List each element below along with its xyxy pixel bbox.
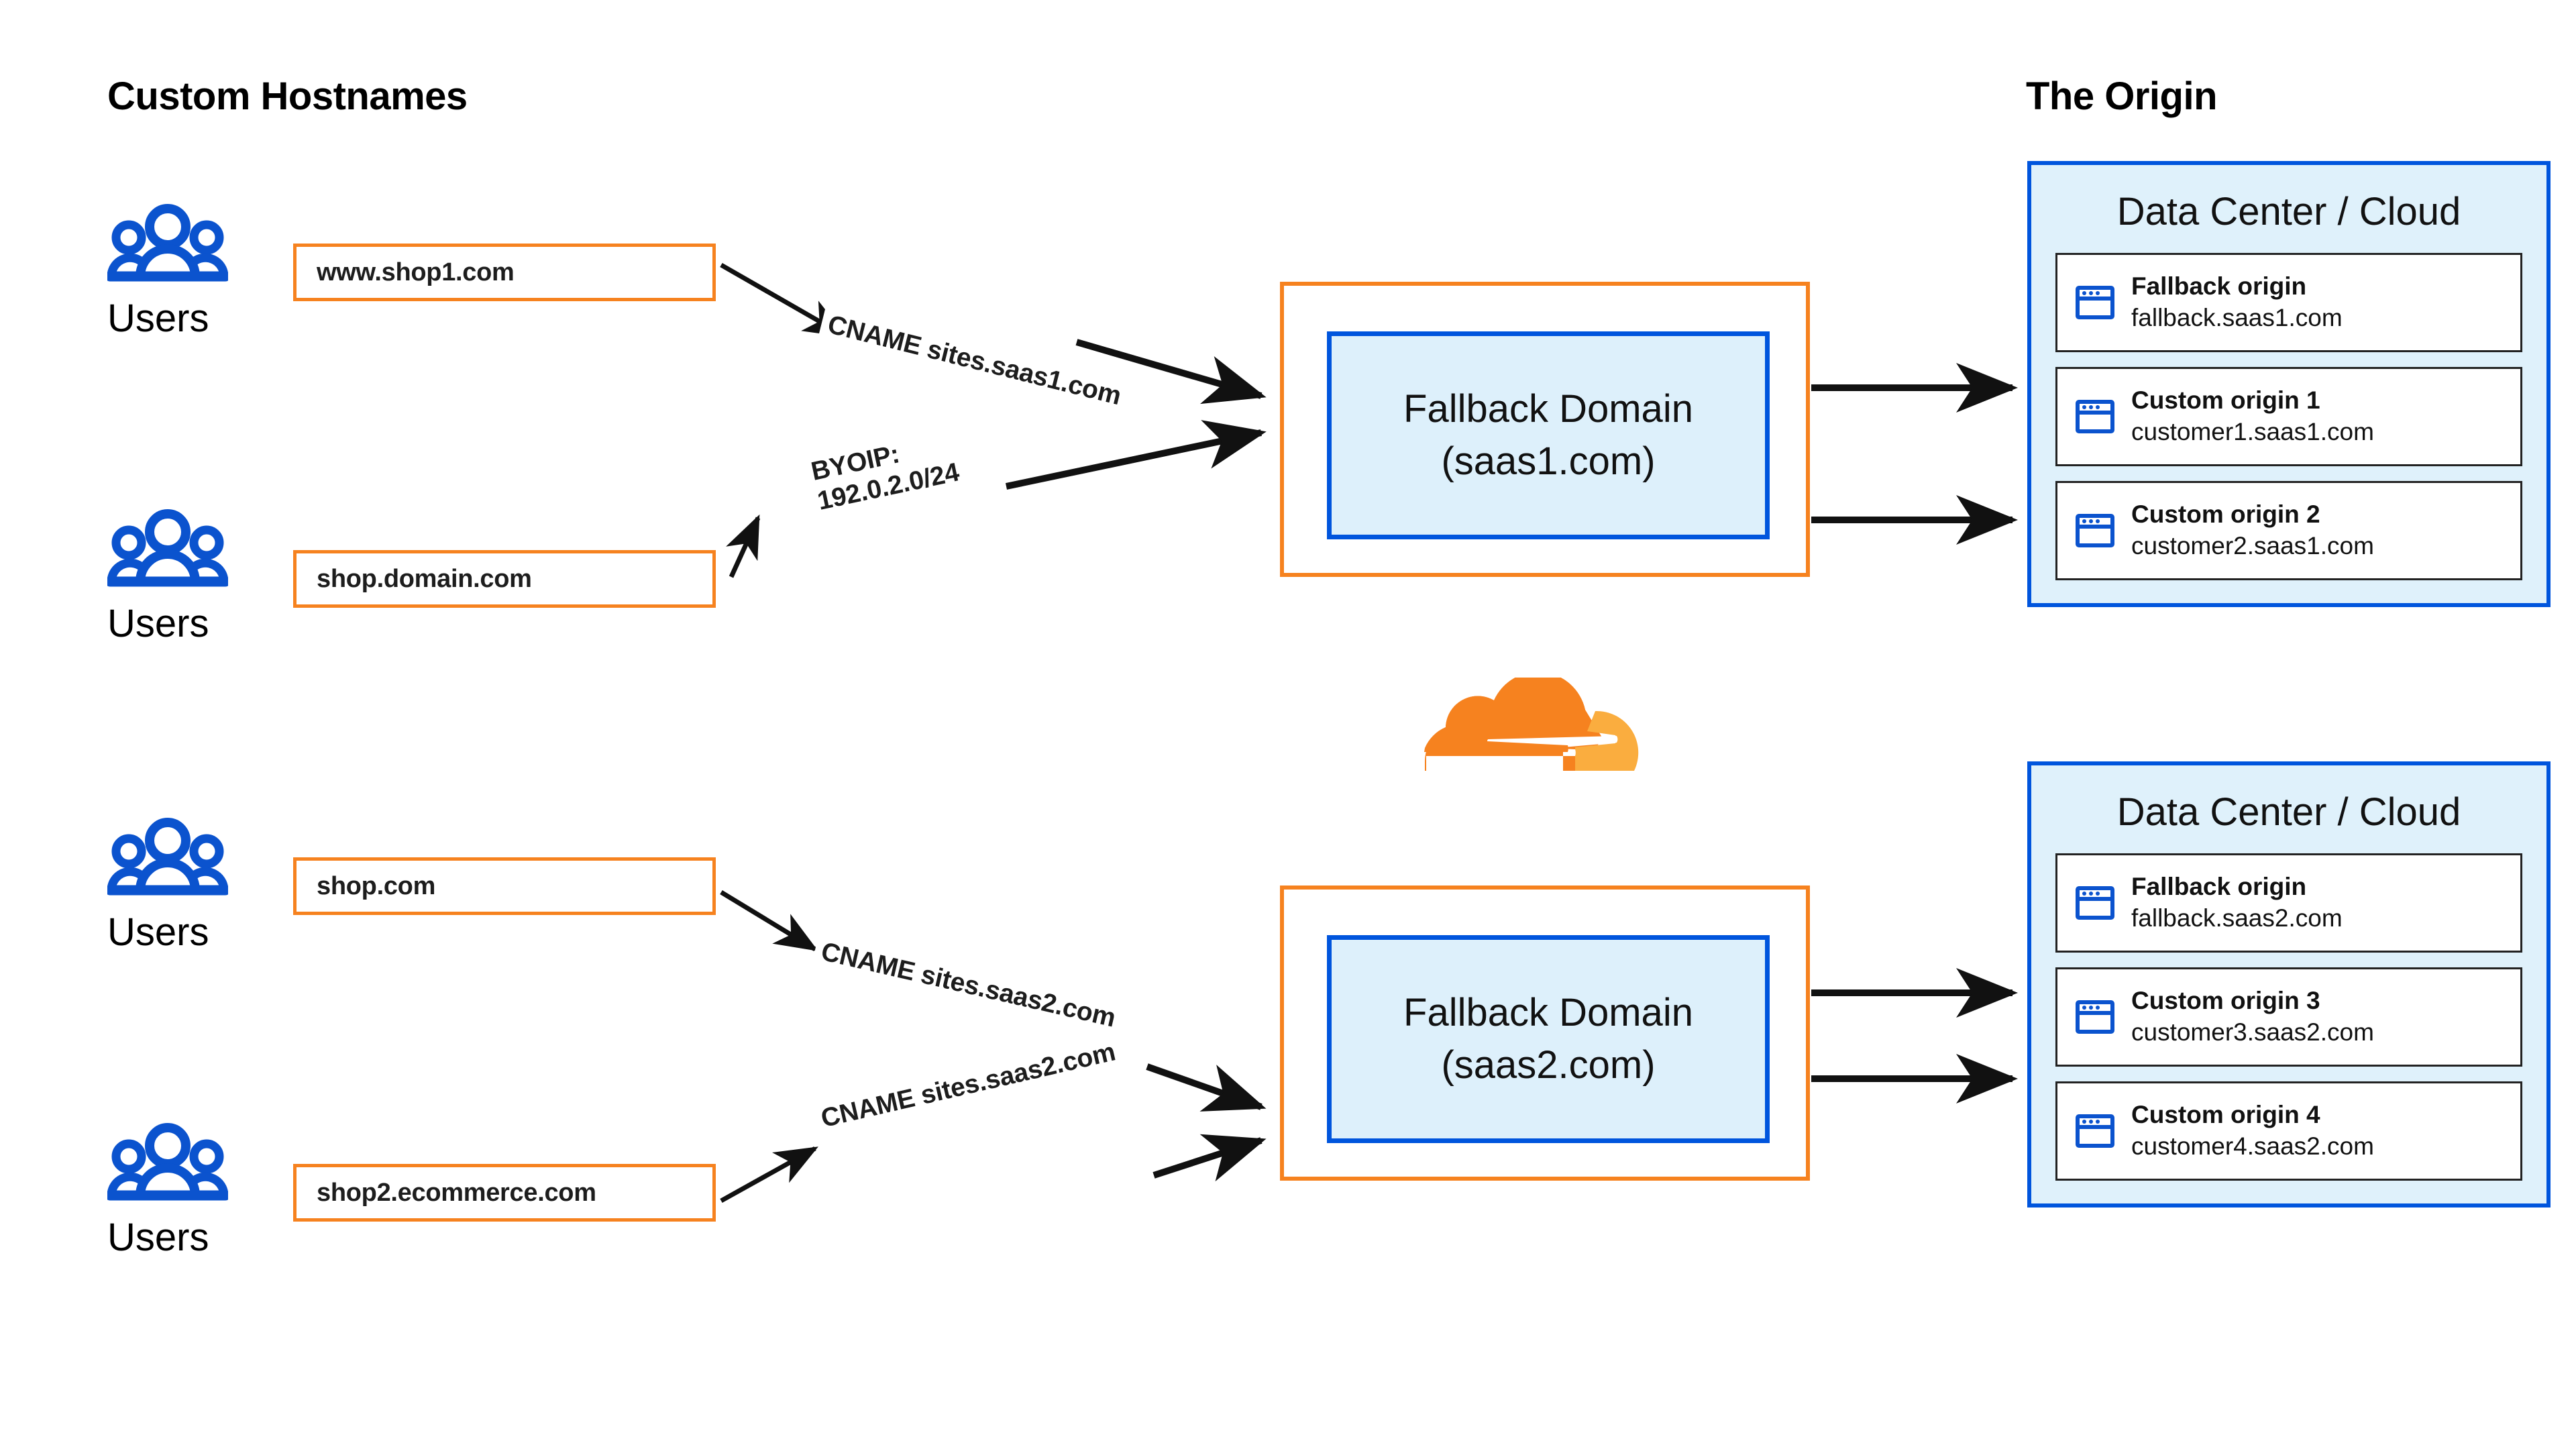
users-icon — [107, 204, 228, 282]
origin-card-fallback-saas1[interactable]: Fallback origin fallback.saas1.com — [2055, 253, 2522, 352]
browser-window-icon — [2076, 514, 2114, 547]
hostname-box-shop2-ecommerce[interactable]: shop2.ecommerce.com — [293, 1164, 716, 1222]
origin-host: customer3.saas2.com — [2131, 1018, 2374, 1046]
fallback-domain-box-saas2[interactable]: Fallback Domain (saas2.com) — [1280, 885, 1810, 1181]
section-title-the-origin: The Origin — [2026, 74, 2218, 118]
connector-label-byoip: BYOIP: 192.0.2.0/24 — [801, 424, 969, 521]
origin-name: Custom origin 3 — [2131, 986, 2320, 1014]
data-center-panel-2: Data Center / Cloud Fallback origin fall… — [2027, 761, 2551, 1208]
origin-host: customer1.saas1.com — [2131, 418, 2374, 446]
users-group-3: Users — [107, 815, 282, 955]
section-title-custom-hostnames: Custom Hostnames — [107, 74, 468, 118]
users-group-2: Users — [107, 506, 282, 646]
origin-card-fallback-saas2[interactable]: Fallback origin fallback.saas2.com — [2055, 853, 2522, 953]
data-center-title: Data Center / Cloud — [2116, 790, 2461, 834]
users-icon — [107, 509, 228, 587]
origin-name: Custom origin 1 — [2131, 386, 2320, 414]
origin-host: fallback.saas1.com — [2131, 304, 2343, 332]
hostname-value: shop.com — [317, 871, 436, 900]
users-group-4: Users — [107, 1120, 282, 1260]
users-label: Users — [107, 602, 209, 645]
origin-name: Fallback origin — [2131, 872, 2307, 900]
connector-line-4b — [1152, 1134, 1267, 1182]
fallback-domain-line1: Fallback Domain — [1403, 990, 1693, 1034]
origin-host: fallback.saas2.com — [2131, 904, 2343, 932]
origin-card-custom-origin-4[interactable]: Custom origin 4 customer4.saas2.com — [2055, 1081, 2522, 1181]
hostname-box-shop-domain[interactable]: shop.domain.com — [293, 550, 716, 608]
users-label: Users — [107, 297, 209, 340]
hostname-box-www-shop1[interactable]: www.shop1.com — [293, 244, 716, 301]
cloudflare-cloud-icon — [1424, 672, 1639, 771]
users-label: Users — [107, 1216, 209, 1259]
connector-label-cname-saas1: CNAME sites.saas1.com — [817, 305, 1132, 416]
browser-window-icon — [2076, 1114, 2114, 1148]
connector-line-4a — [720, 1146, 818, 1203]
connector-line-2a — [726, 514, 761, 578]
origin-name: Custom origin 4 — [2131, 1100, 2320, 1128]
hostname-value: shop2.ecommerce.com — [317, 1178, 596, 1207]
origin-name: Fallback origin — [2131, 272, 2307, 300]
origin-card-custom-origin-1[interactable]: Custom origin 1 customer1.saas1.com — [2055, 367, 2522, 466]
fallback-domain-line2: (saas1.com) — [1441, 439, 1656, 483]
connector-label-cname-saas2-a: CNAME sites.saas2.com — [811, 932, 1126, 1038]
fallback-domain-inner-saas2: Fallback Domain (saas2.com) — [1327, 935, 1770, 1143]
origin-card-custom-origin-3[interactable]: Custom origin 3 customer3.saas2.com — [2055, 967, 2522, 1067]
origin-host: customer4.saas2.com — [2131, 1132, 2374, 1161]
origin-host: customer2.saas1.com — [2131, 532, 2374, 560]
origin-name: Custom origin 2 — [2131, 500, 2320, 528]
browser-window-icon — [2076, 286, 2114, 319]
users-label: Users — [107, 910, 209, 954]
users-icon — [107, 1123, 228, 1201]
browser-window-icon — [2076, 1000, 2114, 1034]
data-center-title: Data Center / Cloud — [2116, 190, 2461, 233]
browser-window-icon — [2076, 886, 2114, 920]
fallback-domain-line1: Fallback Domain — [1403, 386, 1693, 431]
data-center-panel-1: Data Center / Cloud Fallback origin fall… — [2027, 161, 2551, 607]
fallback-domain-box-saas1[interactable]: Fallback Domain (saas1.com) — [1280, 282, 1810, 577]
users-group-1: Users — [107, 201, 282, 341]
browser-window-icon — [2076, 400, 2114, 433]
origin-card-custom-origin-2[interactable]: Custom origin 2 customer2.saas1.com — [2055, 481, 2522, 580]
connector-line-3b — [1146, 1063, 1267, 1112]
fallback-domain-inner-saas1: Fallback Domain (saas1.com) — [1327, 331, 1770, 539]
connector-line-3a — [720, 890, 818, 951]
hostname-value: shop.domain.com — [317, 564, 532, 593]
hostname-value: www.shop1.com — [317, 258, 515, 286]
cloudflare-logo — [1415, 672, 1657, 795]
users-icon — [107, 818, 228, 896]
hostname-box-shop[interactable]: shop.com — [293, 857, 716, 915]
connector-line-2b — [1005, 420, 1267, 490]
fallback-domain-line2: (saas2.com) — [1441, 1043, 1656, 1087]
connector-label-cname-saas2-b: CNAME sites.saas2.com — [811, 1033, 1126, 1138]
